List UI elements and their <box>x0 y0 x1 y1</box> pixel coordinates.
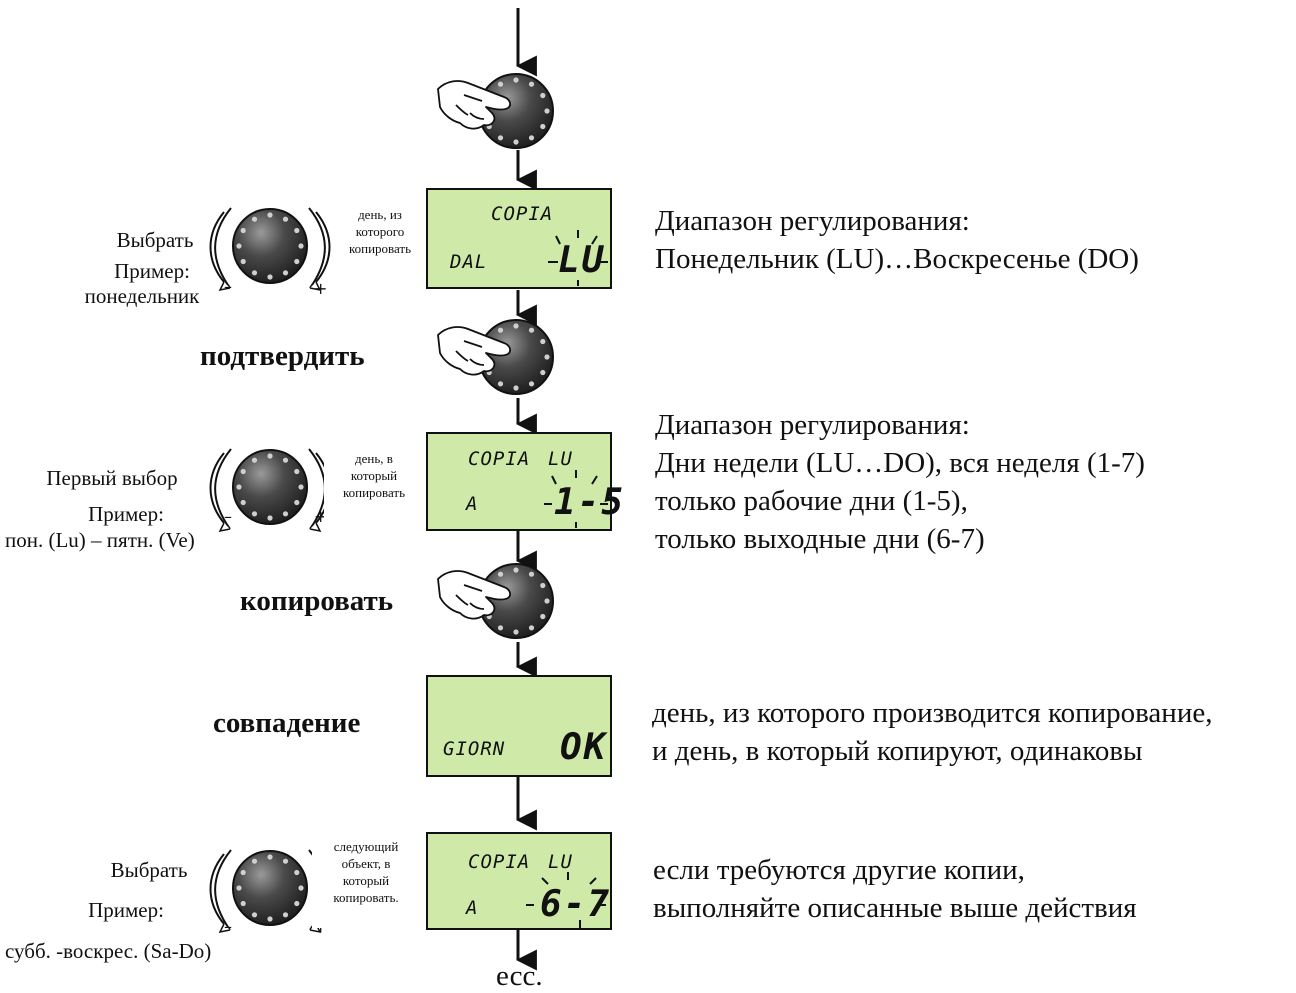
minus-sign: – <box>224 507 232 526</box>
lcd-value: OK <box>560 727 608 768</box>
minus-sign: – <box>224 277 232 296</box>
lcd-value: 6-7 <box>540 884 612 925</box>
first-choice-label: Первый выбор <box>46 466 178 490</box>
select-label: Выбрать <box>110 858 188 882</box>
note-line: копировать. <box>333 889 399 905</box>
lcd-left-text: GIORN <box>443 738 506 760</box>
lcd-left-text: A <box>466 493 479 515</box>
note-backdrop <box>338 198 422 282</box>
hand-pressing-knob-icon <box>437 73 554 149</box>
minus-sign: – <box>224 917 232 936</box>
note-line: копировать <box>342 484 406 500</box>
lcd-left-text: DAL <box>450 251 488 273</box>
note-line: день, в <box>355 451 393 466</box>
description-line: выполняйте описанные выше действия <box>653 892 1137 924</box>
note-line: день, из <box>358 207 402 222</box>
lcd-panel <box>426 832 612 930</box>
note-line: которого <box>355 223 405 239</box>
description-line: и день, в который копируют, одинаковы <box>652 735 1143 767</box>
description-line: Диапазон регулирования: <box>655 409 970 441</box>
note-line: следующий <box>333 839 399 854</box>
hand-pressing-knob-icon <box>437 563 554 639</box>
select-label: Выбрать <box>116 228 194 252</box>
plus-sign: + <box>314 279 327 298</box>
note-backdrop <box>324 444 424 520</box>
note-line: который <box>350 467 398 483</box>
lcd-value: LU <box>558 240 606 281</box>
example-value: пон. (Lu) – пятн. (Ve) <box>5 528 195 552</box>
step3-description: день, из которого производится копирован… <box>652 694 1212 770</box>
description-line: только выходные дни (6-7) <box>655 523 985 555</box>
lcd-left-text: A <box>466 897 479 919</box>
blink-marks <box>526 230 608 928</box>
step2-description: Диапазон регулирования: Дни недели (LU…D… <box>655 406 1145 558</box>
lcd-top-text: COPIA <box>468 851 531 873</box>
description-line: Диапазон регулирования: <box>655 205 970 237</box>
lcd-panel <box>426 675 612 777</box>
step4-description: если требуются другие копии, выполняйте … <box>653 851 1137 927</box>
source-day-note: день, из которого копировать <box>338 207 422 258</box>
hand-pressing-knob-icon <box>437 319 554 395</box>
lcd-panel <box>426 188 612 289</box>
lcd-panel <box>426 432 612 531</box>
end-label: есс. <box>496 960 543 992</box>
note-line: который <box>342 872 390 888</box>
note-line: объект, в <box>341 855 391 871</box>
description-line: Понедельник (LU)…Воскресенье (DO) <box>655 243 1139 275</box>
match-label: совпадение <box>213 707 361 739</box>
target-day-note: день, в который копировать <box>324 451 424 502</box>
example-value: понедельник <box>84 284 200 308</box>
description-line: только рабочие дни (1-5), <box>655 485 968 517</box>
lcd-day-text: LU <box>548 448 573 470</box>
step1-description: Диапазон регулирования: Понедельник (LU)… <box>655 202 1139 278</box>
description-line: день, из которого производится копирован… <box>652 697 1213 729</box>
note-line: копировать <box>348 240 412 256</box>
example-label: Пример: <box>88 898 164 922</box>
lcd-top-text: COPIA <box>491 203 554 225</box>
description-line: если требуются другие копии, <box>653 854 1025 886</box>
example-label: Пример: <box>88 502 164 526</box>
lcd-day-text: LU <box>548 851 573 873</box>
example-value: субб. -воскрес. (Sa-Do) <box>5 939 212 963</box>
note-backdrop <box>312 838 420 928</box>
next-target-note: следующий объект, в который копировать. <box>312 839 420 907</box>
lcd-top-text: COPIA <box>468 448 531 470</box>
description-line: Дни недели (LU…DO), вся неделя (1-7) <box>655 447 1145 479</box>
example-label: Пример: <box>114 259 190 283</box>
confirm-label: подтвердить <box>200 340 365 372</box>
lcd-value: 1-5 <box>554 482 626 523</box>
copy-label: копировать <box>240 585 394 617</box>
